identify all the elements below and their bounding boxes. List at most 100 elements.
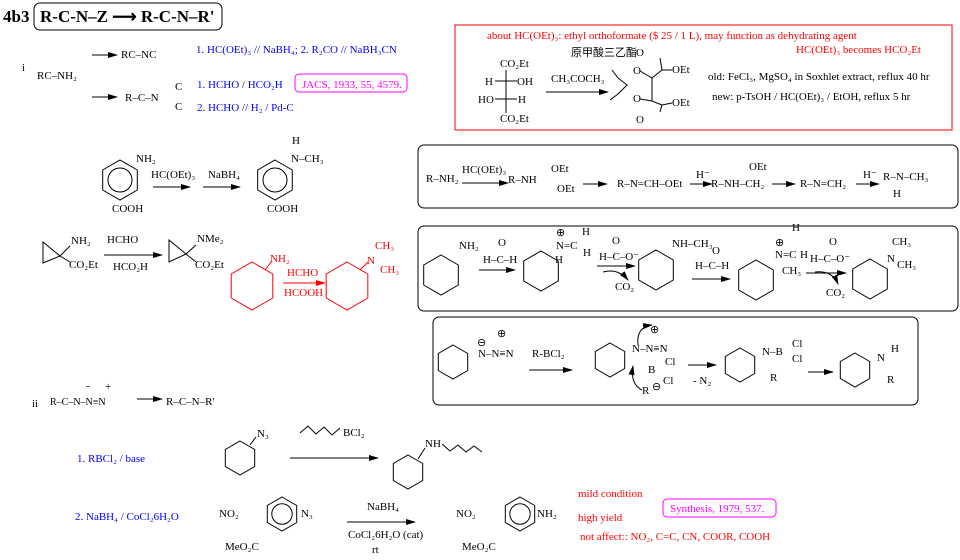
- ring-outline: [423, 254, 459, 296]
- ring-outline: [230, 261, 274, 311]
- mech1-r1: HC(OEt)₃: [462, 164, 506, 176]
- aromatic-circle: [262, 167, 288, 193]
- carboxyl: COOH: [112, 203, 143, 215]
- ring-outline: [523, 250, 559, 292]
- bond: [249, 436, 257, 446]
- bond: [185, 253, 197, 263]
- tartrate-oh1: OH: [517, 76, 533, 88]
- mech1-s1: R–NH₂: [426, 173, 459, 185]
- tartrate-h2: H: [518, 94, 526, 106]
- ring-outline: [257, 159, 293, 201]
- chlorine: Cl: [792, 353, 802, 365]
- mech1-s5: R–N=CH₂: [800, 178, 846, 190]
- n-methylamine: NH–CH₃: [672, 238, 713, 250]
- orthoformate-note-box: [454, 24, 953, 131]
- ring-outline: [638, 249, 674, 291]
- cyclohexane-ring: [738, 259, 774, 301]
- r-group: R: [642, 385, 650, 397]
- mech1-s2-oet-up: OEt: [551, 163, 569, 175]
- chlorine: Cl: [665, 356, 675, 368]
- cyclohexane-ring: [423, 254, 459, 296]
- iminium: N=C: [775, 249, 796, 261]
- cyclohexane-ring: [325, 261, 369, 311]
- amine: NH₂: [537, 508, 557, 520]
- part-ii-start: R–C–N–N≡N: [50, 397, 106, 408]
- part-ii-label: ii: [32, 398, 38, 410]
- h: H: [555, 254, 563, 266]
- tartrate-top: CO₂Et: [500, 58, 529, 70]
- part-i-conditions-1: 1. HC(OEt)₃ // NaBH₄; 2. R₂CO // NaBH₃CN: [196, 44, 397, 56]
- note-tolerance: not affect:: NO₂, C=C, CN, COOR, COOH: [580, 531, 770, 543]
- ring-outline: [724, 347, 756, 383]
- acetone-reagent: CH₃COCH₃: [551, 73, 605, 85]
- minus-charge: ⊖: [652, 381, 661, 393]
- part-i-conditions-2: 1. HCHO / HCO₂H: [197, 79, 283, 91]
- cyclohexane-ring: [839, 352, 871, 388]
- co2: CO₂: [615, 281, 634, 293]
- ester: CO₂Et: [69, 259, 98, 271]
- methyl: CH₃: [782, 265, 801, 277]
- bond: [639, 98, 673, 106]
- bond: [659, 104, 663, 113]
- iminium: N=C: [556, 240, 577, 252]
- cyclohexane-ring: [523, 250, 559, 292]
- part-ii-conditions-2: 2. NaBH₄ / CoCl₂6H₂O: [75, 511, 179, 523]
- acetonide-o1: O: [633, 65, 641, 77]
- part-i-product1: RC–NC: [121, 49, 156, 61]
- plus-charge: +: [105, 381, 111, 393]
- nitro: NO₂: [219, 508, 239, 520]
- orthoformate-becomes: HC(OEt)₃ becomes HCO₂Et: [796, 44, 921, 56]
- h: H: [800, 249, 808, 261]
- plus-charge: ⊕: [497, 328, 506, 340]
- bond: [185, 244, 197, 255]
- minus-charge: ⊖: [477, 337, 486, 349]
- formaldehyde: H–C–H: [695, 260, 729, 272]
- r-group: R: [887, 374, 895, 386]
- plus-charge: ⊕: [556, 227, 565, 239]
- part-i-label: i: [22, 62, 25, 74]
- acetonide-o-top: O: [636, 47, 644, 59]
- ring-outline: [266, 496, 298, 532]
- h: H: [891, 343, 899, 355]
- reagent-orthoformate: HC(OEt)₃: [151, 169, 195, 181]
- mech1-s2: R–NH: [508, 174, 537, 186]
- bond: [59, 255, 71, 263]
- r-group: R: [770, 372, 778, 384]
- aromatic-circle: [107, 167, 133, 193]
- n-b: N–B: [762, 346, 783, 358]
- mechanism-borane-box: [432, 316, 919, 406]
- nitrogen-loss: - N₂: [693, 375, 711, 387]
- plus-charge: ⊕: [775, 237, 784, 249]
- bond: [59, 245, 71, 257]
- formaldehyde: H–C–H: [483, 254, 517, 266]
- mech1-s6: R–N–CH₃: [883, 171, 929, 183]
- benzene-ring: [102, 159, 138, 201]
- section-number: 4b3: [3, 7, 29, 26]
- tartrate-bottom: CO₂Et: [500, 113, 529, 125]
- h: H: [582, 226, 590, 238]
- methyl: CH₃: [380, 264, 399, 276]
- mechanism-eschweiler-box: [417, 225, 959, 312]
- part-ii-product: R–C–N–R': [166, 396, 214, 408]
- note-mild: mild condition: [578, 488, 643, 500]
- ring-outline: [325, 261, 369, 311]
- ester: CO₂Et: [195, 259, 224, 271]
- boron: B: [648, 364, 655, 376]
- reagent-formic-acid: HCOOH: [284, 287, 323, 299]
- aromatic-circle: [509, 503, 531, 525]
- electron-arrow: [628, 365, 643, 391]
- chlorine: Cl: [663, 375, 673, 387]
- reference-box: [294, 73, 408, 93]
- ring-outline: [224, 440, 256, 476]
- n-methyl: N–CH₃: [291, 153, 324, 165]
- orthoformate-note: about HC(OEt)₃: ethyl orthoformate ($ 25…: [487, 30, 857, 42]
- cyclohexane-ring: [224, 440, 256, 476]
- plus-charge: ⊕: [650, 324, 659, 336]
- formate: H–C–O⁻: [599, 251, 639, 263]
- azide: N₃: [301, 508, 313, 520]
- title-box: [33, 2, 223, 31]
- bond: [359, 261, 369, 271]
- cyclohexane-ring: [230, 261, 274, 311]
- nitrogen: N: [877, 352, 885, 364]
- tartrate-h1: H: [485, 76, 493, 88]
